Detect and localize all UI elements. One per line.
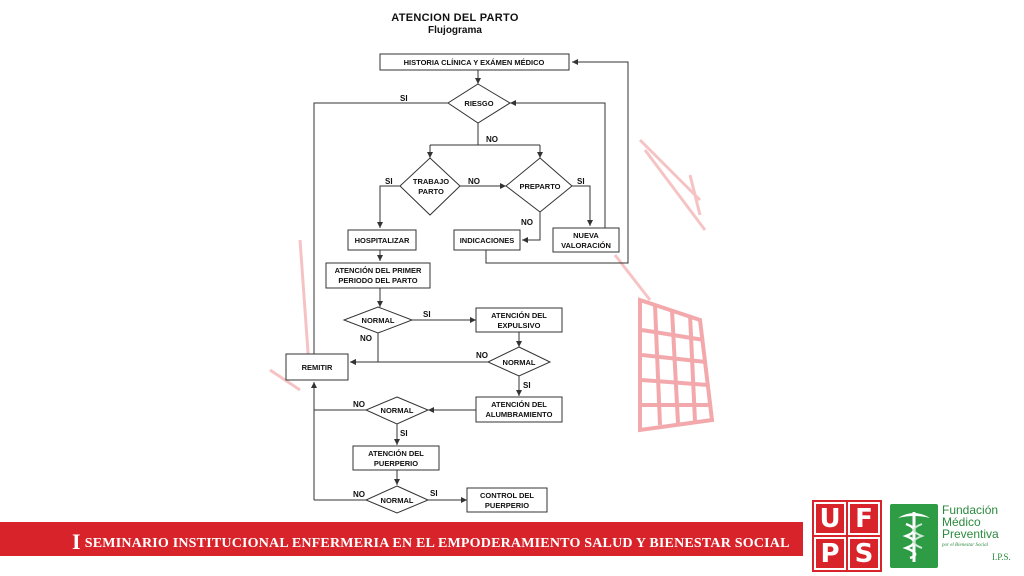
caduceus-icon	[890, 504, 938, 568]
node-trabajo-parto-label-1: TRABAJO	[413, 177, 449, 186]
node-atencion-primer-label-1: ATENCIÓN DEL PRIMER	[335, 266, 422, 275]
fundacion-name: Fundación Médico Preventiva	[942, 504, 999, 540]
node-control-puerperio-label-1: CONTROL DEL	[480, 491, 534, 500]
edge-label-preparto-si: SI	[577, 177, 585, 186]
node-atencion-alumbramiento-label-1: ATENCIÓN DEL	[491, 400, 547, 409]
node-historia-clinica-label: HISTORIA CLÍNICA Y EXÁMEN MÉDICO	[404, 58, 545, 67]
node-hospitalizar-label: HOSPITALIZAR	[355, 236, 410, 245]
edge-label-normal2-si: SI	[523, 381, 531, 390]
node-indicaciones: INDICACIONES	[453, 229, 521, 251]
edge-label-trabajo-si: SI	[385, 177, 393, 186]
fundacion-medico-preventiva-logo: Fundación Médico Preventiva por el Biene…	[888, 502, 1018, 572]
fundacion-ips: I.P.S.	[992, 552, 1011, 562]
edge-label-riesgo-no: NO	[486, 135, 498, 144]
node-atencion-puerperio-label-1: ATENCIÓN DEL	[368, 449, 424, 458]
edge-label-normal4-no: NO	[353, 490, 365, 499]
node-normal-2-label: NORMAL	[503, 358, 536, 367]
node-normal-4: NORMAL	[364, 485, 430, 514]
ufps-logo: U F P S	[812, 500, 882, 572]
node-control-puerperio: CONTROL DEL PUERPERIO	[466, 487, 548, 513]
node-hospitalizar: HOSPITALIZAR	[347, 229, 417, 251]
node-atencion-expulsivo-label-1: ATENCIÓN DEL	[491, 311, 547, 320]
edge-labels: SI NO SI NO SI NO SI NO NO SI NO SI NO S…	[353, 94, 585, 499]
node-atencion-primer-periodo: ATENCIÓN DEL PRIMER PERIODO DEL PARTO	[325, 262, 431, 289]
fundacion-name-line3: Preventiva	[942, 527, 999, 541]
node-normal-3: NORMAL	[364, 396, 430, 425]
ufps-logo-letter-f: F	[848, 502, 880, 535]
ufps-logo-letter-p: P	[814, 537, 846, 570]
node-remitir: REMITIR	[285, 353, 349, 381]
node-nueva-valoracion-label-2: VALORACIÓN	[561, 241, 611, 250]
ufps-logo-letter-u: U	[814, 502, 846, 535]
node-atencion-primer-label-2: PERIODO DEL PARTO	[338, 276, 417, 285]
edge-label-normal1-no: NO	[360, 334, 372, 343]
node-atencion-alumbramiento: ATENCIÓN DEL ALUMBRAMIENTO	[475, 396, 563, 423]
edge-label-normal1-si: SI	[423, 310, 431, 319]
node-nueva-valoracion-label-1: NUEVA	[573, 231, 599, 240]
ufps-logo-letter-s: S	[848, 537, 880, 570]
edge-label-normal2-no: NO	[476, 351, 488, 360]
seminar-banner-initial: I	[72, 529, 81, 554]
edge-label-normal3-no: NO	[353, 400, 365, 409]
node-normal-3-label: NORMAL	[381, 406, 414, 415]
diagram-subtitle: Flujograma	[428, 25, 482, 36]
node-atencion-expulsivo: ATENCIÓN DEL EXPULSIVO	[475, 307, 563, 333]
edge-label-trabajo-no: NO	[468, 177, 480, 186]
seminar-banner-title: SEMINARIO INSTITUCIONAL ENFERMERIA EN EL…	[84, 536, 790, 551]
fundacion-name-line2: Médico	[942, 515, 981, 529]
node-control-puerperio-label-2: PUERPERIO	[485, 501, 529, 510]
edge-label-preparto-no: NO	[521, 218, 533, 227]
node-nueva-valoracion: NUEVA VALORACIÓN	[552, 227, 620, 253]
fundacion-tagline: por el Bienestar Social	[942, 543, 988, 548]
flowchart-connectors	[311, 59, 629, 503]
node-atencion-puerperio: ATENCIÓN DEL PUERPERIO	[352, 445, 440, 471]
node-historia-clinica: HISTORIA CLÍNICA Y EXÁMEN MÉDICO	[379, 53, 570, 71]
diagram-title: ATENCION DEL PARTO	[391, 12, 519, 24]
edge-label-normal3-si: SI	[400, 429, 408, 438]
node-riesgo: RIESGO	[447, 83, 511, 124]
node-normal-1-label: NORMAL	[362, 316, 395, 325]
edge-label-riesgo-si: SI	[400, 94, 408, 103]
node-preparto: PREPARTO	[505, 157, 573, 213]
node-normal-4-label: NORMAL	[381, 496, 414, 505]
node-normal-2: NORMAL	[486, 346, 552, 377]
node-atencion-expulsivo-label-2: EXPULSIVO	[498, 321, 541, 330]
node-remitir-label: REMITIR	[302, 363, 333, 372]
node-normal-1: NORMAL	[342, 306, 414, 334]
node-trabajo-parto: TRABAJO PARTO	[399, 157, 461, 216]
node-riesgo-label: RIESGO	[464, 99, 493, 108]
edge-label-normal4-si: SI	[430, 489, 438, 498]
node-indicaciones-label: INDICACIONES	[460, 236, 515, 245]
node-trabajo-parto-label-2: PARTO	[418, 187, 444, 196]
fundacion-name-line1: Fundación	[942, 503, 999, 517]
node-atencion-puerperio-label-2: PUERPERIO	[374, 459, 418, 468]
node-preparto-label: PREPARTO	[520, 182, 561, 191]
node-atencion-alumbramiento-label-2: ALUMBRAMIENTO	[486, 410, 553, 419]
